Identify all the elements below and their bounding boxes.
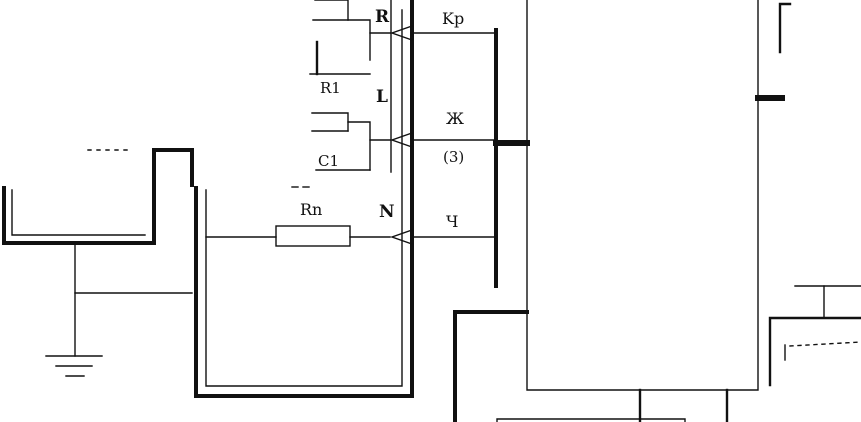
main-block bbox=[526, 0, 792, 391]
label-three: (3) bbox=[443, 148, 464, 166]
label-r: R bbox=[375, 7, 390, 27]
r-branch bbox=[309, 0, 391, 76]
label-ch: Ч bbox=[446, 212, 458, 231]
label-c1: C1 bbox=[318, 152, 339, 170]
label-l: L bbox=[376, 87, 388, 107]
label-r1: R1 bbox=[320, 79, 341, 97]
ground-tank bbox=[2, 148, 194, 245]
label-kp: Kp bbox=[442, 9, 464, 28]
l-branch bbox=[311, 112, 391, 171]
enclosure bbox=[194, 0, 414, 398]
bus-bar bbox=[493, 28, 530, 288]
connector-r bbox=[389, 25, 413, 41]
label-rn: Rn bbox=[300, 200, 322, 219]
connector-l bbox=[389, 132, 413, 148]
right-element bbox=[768, 285, 861, 387]
rn-resistor bbox=[205, 186, 391, 247]
bottom-frame bbox=[453, 310, 729, 422]
connector-n bbox=[389, 229, 413, 245]
ground-symbol bbox=[45, 242, 193, 377]
label-n: N bbox=[379, 202, 395, 222]
label-zh: Ж bbox=[446, 109, 464, 128]
